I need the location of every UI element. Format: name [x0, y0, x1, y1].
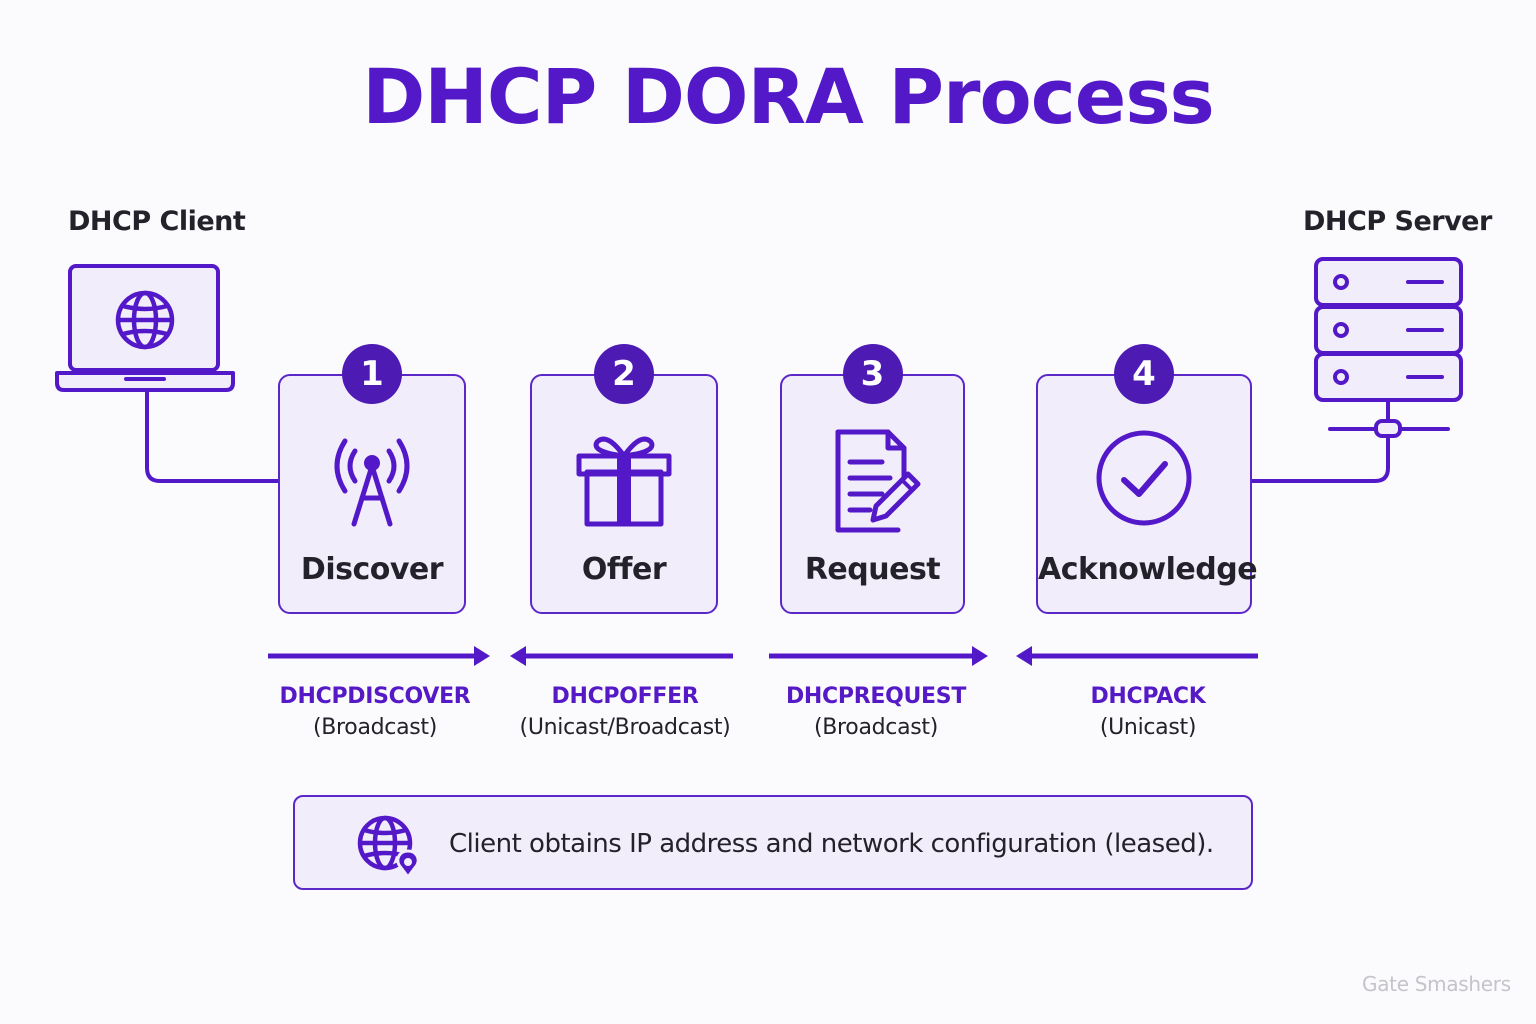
- step-number-badge: 2: [594, 344, 654, 404]
- globe-location-icon: [357, 815, 420, 880]
- message-delivery: (Broadcast): [813, 715, 939, 740]
- step-card-offer: 2 Offer: [530, 344, 718, 614]
- step-label: Offer: [581, 552, 667, 587]
- message-name: DHCPOFFER: [551, 684, 699, 709]
- page-title: DHCP DORA Process: [362, 52, 1215, 141]
- step-card-request: 3 Request: [780, 344, 965, 614]
- message-name: DHCPACK: [1090, 684, 1206, 709]
- server-label: DHCP Server: [1303, 206, 1492, 237]
- client-connector-line: [145, 392, 278, 483]
- result-banner: Client obtains IP address and network co…: [293, 795, 1253, 890]
- watermark: Gate Smashers: [1362, 972, 1511, 996]
- server-rack-icon: [1314, 257, 1463, 438]
- arrow-discover: [268, 646, 490, 666]
- document-pencil-icon: [835, 429, 920, 533]
- message-caption-offer: DHCPOFFER (Unicast/Broadcast): [506, 684, 744, 740]
- laptop-globe-icon: [55, 264, 235, 392]
- step-label: Acknowledge: [1038, 552, 1258, 587]
- step-number-badge: 1: [342, 344, 402, 404]
- gift-box-icon: [576, 436, 672, 527]
- client-label: DHCP Client: [68, 206, 246, 237]
- check-circle-icon: [1096, 430, 1192, 526]
- message-caption-acknowledge: DHCPACK (Unicast): [1040, 684, 1256, 740]
- message-delivery: (Unicast/Broadcast): [519, 715, 731, 740]
- server-connector-line: [1252, 436, 1390, 483]
- arrow-ack: [1016, 646, 1258, 666]
- antenna-tower-icon: [334, 438, 410, 527]
- result-text: Client obtains IP address and network co…: [449, 829, 1214, 859]
- step-label: Request: [804, 552, 941, 587]
- step-card-discover: 1 Discover: [278, 344, 466, 614]
- arrow-request: [769, 646, 988, 666]
- message-caption-request: DHCPREQUEST (Broadcast): [768, 684, 984, 740]
- step-card-acknowledge: 4 Acknowledge: [1036, 344, 1258, 614]
- message-caption-discover: DHCPDISCOVER (Broadcast): [268, 684, 482, 740]
- message-name: DHCPREQUEST: [785, 684, 967, 709]
- arrow-offer: [510, 646, 733, 666]
- step-number-badge: 3: [842, 344, 903, 404]
- step-number-badge: 4: [1114, 344, 1174, 404]
- message-delivery: (Broadcast): [312, 715, 438, 740]
- step-label: Discover: [300, 552, 444, 587]
- message-delivery: (Unicast): [1099, 715, 1197, 740]
- message-name: DHCPDISCOVER: [279, 684, 471, 709]
